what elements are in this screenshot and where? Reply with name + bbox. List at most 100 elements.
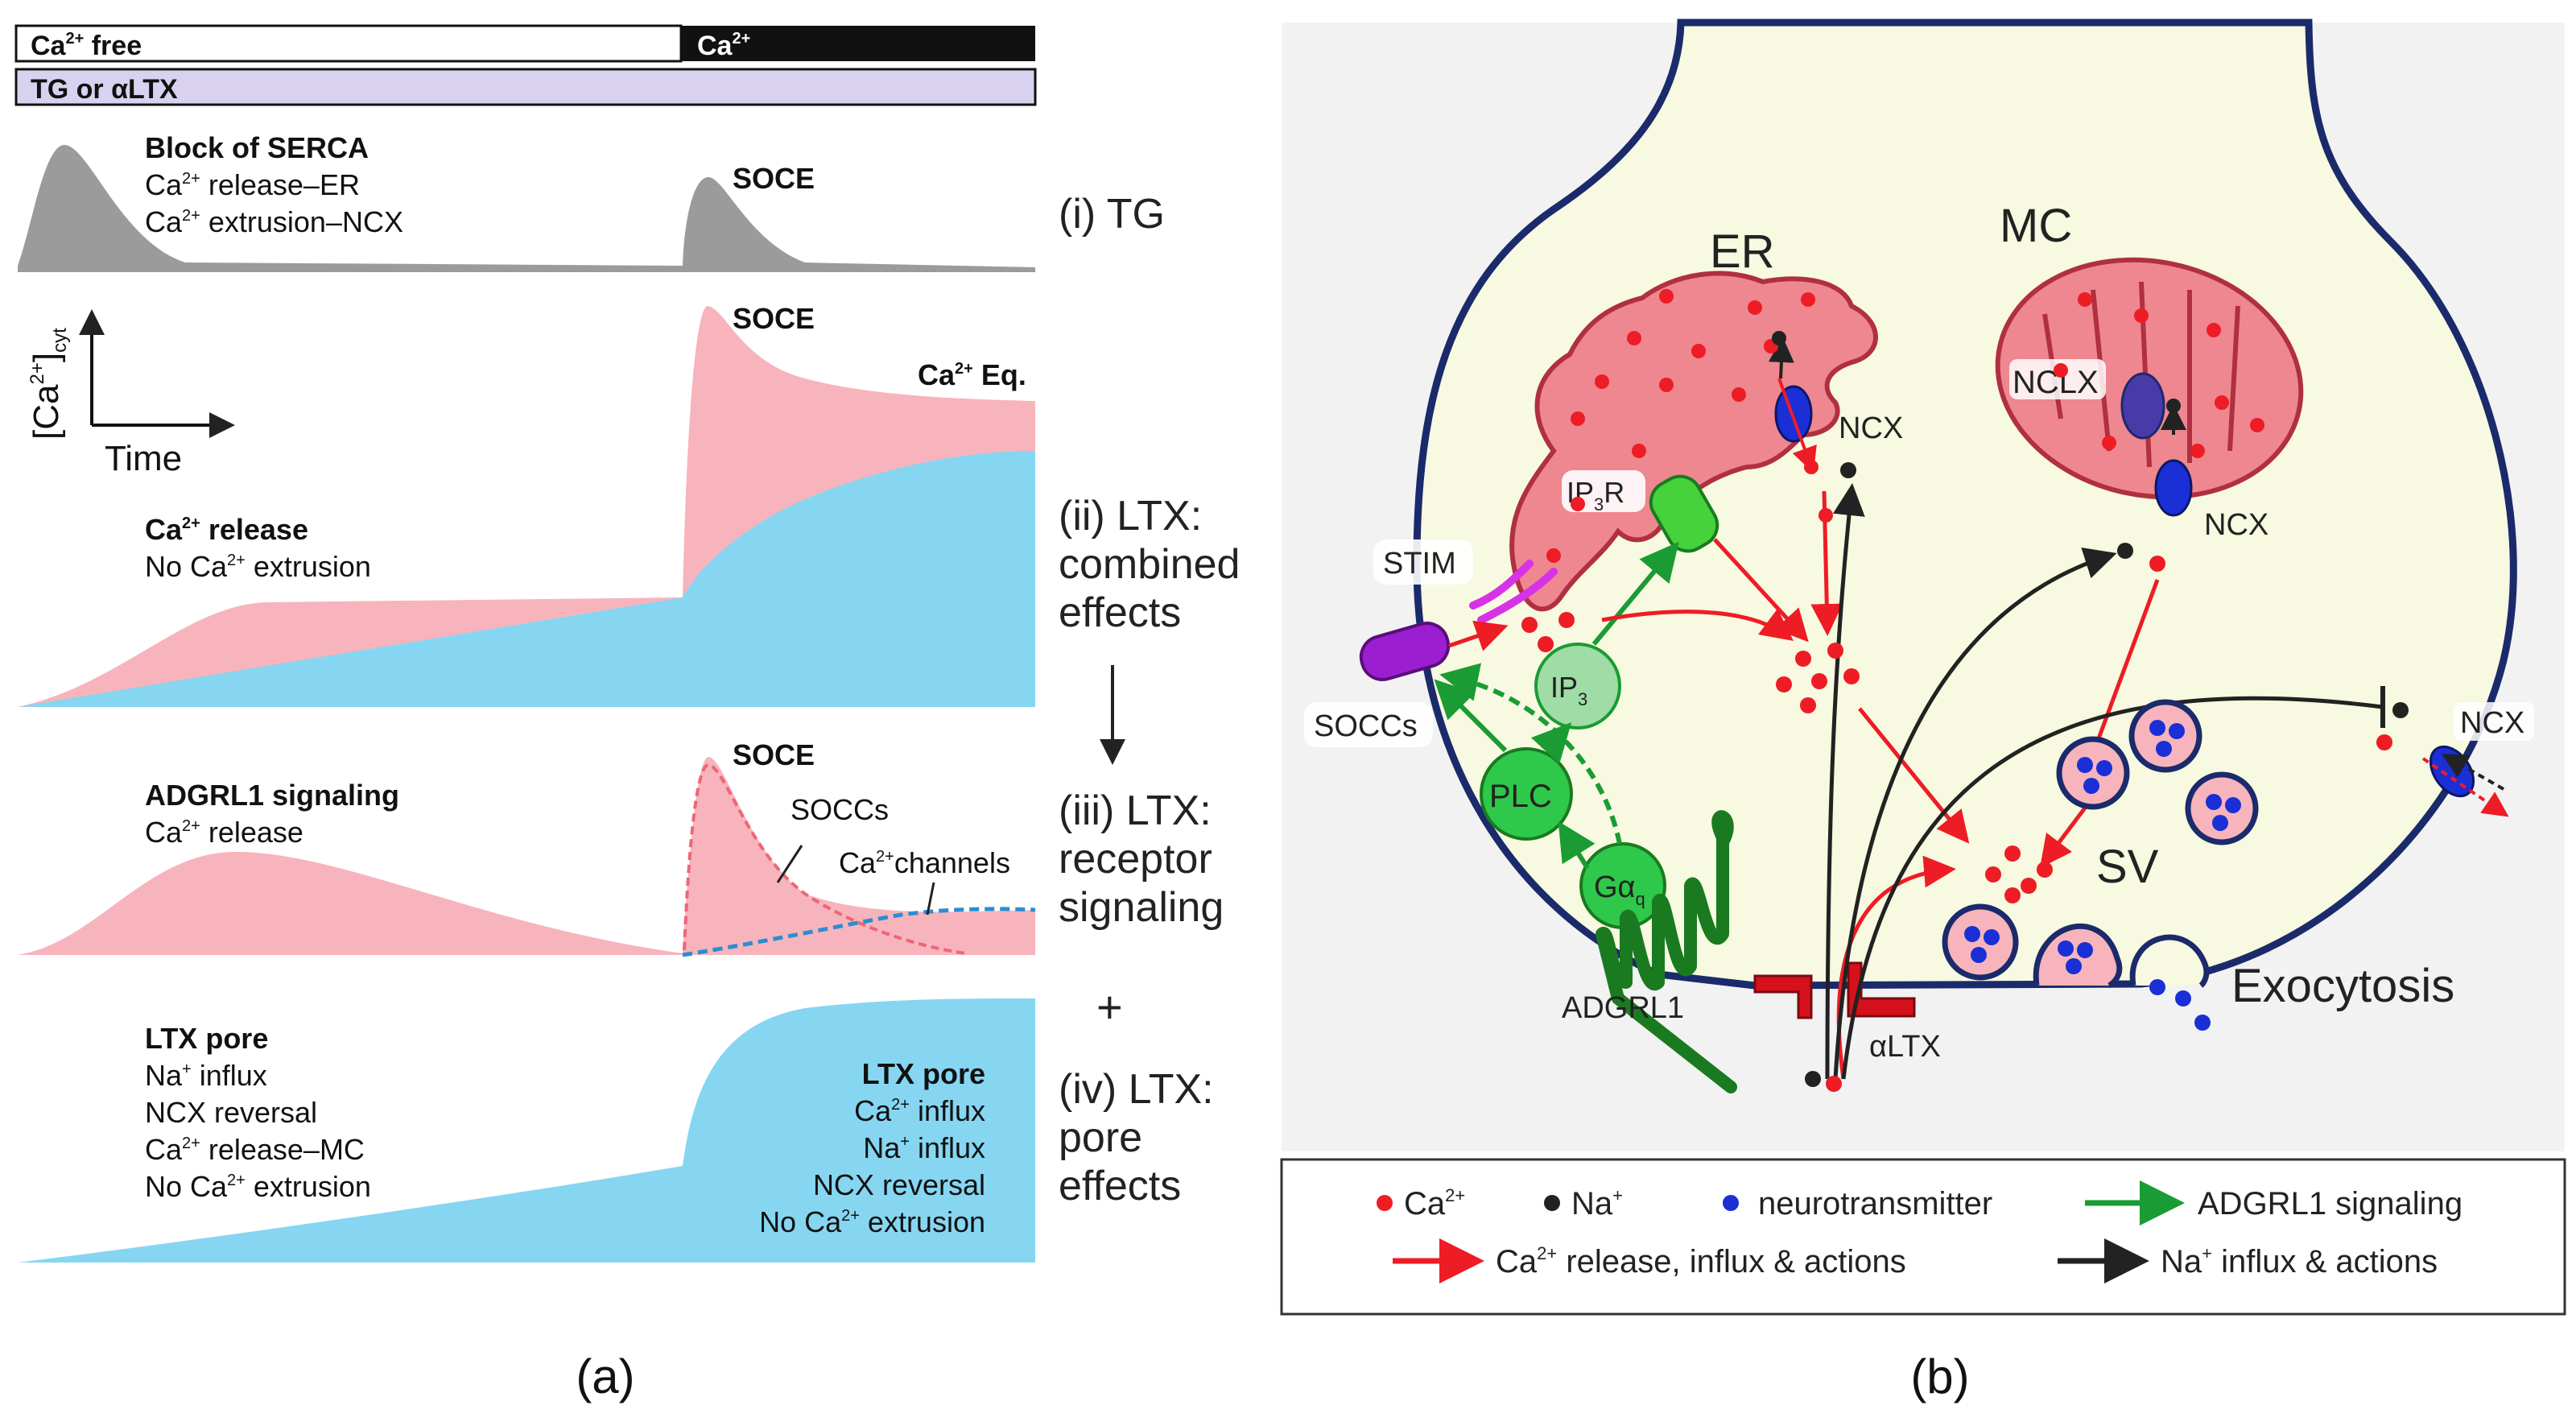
neurotransmitter-molecules (1964, 720, 2241, 1031)
adgrl1-label: ADGRL1 (1562, 991, 1684, 1025)
sv-label: SV (2096, 841, 2159, 893)
row4-right-3: NCX reversal (813, 1168, 985, 1201)
row4-right-2: Na+ influx (863, 1131, 985, 1164)
row3-soccs: SOCCs (791, 793, 889, 826)
legend-box (1280, 1158, 2566, 1316)
ip3-label: IP3 (1550, 671, 1587, 709)
gaq-to-plc-arrow (1558, 820, 1596, 870)
caption-b: (b) (1910, 1350, 1969, 1403)
row4-line4: No Ca2+ extrusion (145, 1170, 371, 1203)
legend-nt: neurotransmitter (1758, 1186, 1992, 1221)
legend-adgrl1: ADGRL1 signaling (2198, 1186, 2462, 1221)
stim-label-bg (1373, 539, 1473, 585)
gaq-label: Gαq (1594, 870, 1645, 909)
row4-side-1: (iv) LTX: (1059, 1066, 1214, 1113)
ncx-pm-label-bg (2454, 702, 2534, 741)
ip3r-channel (1649, 474, 1719, 553)
legend-ca-dot (1377, 1195, 1393, 1211)
nclx-label-bg (2009, 359, 2106, 399)
row4-side-3: effects (1059, 1163, 1181, 1209)
row3-channels: Ca2+channels (839, 846, 1010, 879)
row2-side-2: combined (1059, 541, 1240, 588)
row2-line1: No Ca2+ extrusion (145, 550, 371, 583)
row4-line1: Na+ influx (145, 1059, 267, 1092)
soccs-channel (1359, 622, 1451, 681)
ca-label: Ca2+ (697, 30, 750, 61)
row3-side-3: signaling (1059, 884, 1224, 931)
row4-right-4: No Ca2+ extrusion (759, 1205, 985, 1238)
plus-sign: + (1096, 982, 1123, 1032)
row1-line2: Ca2+ extrusion–NCX (145, 205, 403, 238)
legend-nt-dot (1723, 1195, 1739, 1211)
ncx-mc-transporter (2154, 459, 2193, 517)
row3-soce: SOCE (733, 738, 815, 771)
x-axis-label: Time (105, 439, 182, 478)
ncx-pm-label: NCX (2460, 706, 2524, 740)
ncx-mc-label: NCX (2204, 508, 2268, 542)
row3-line1: Ca2+ release (145, 816, 303, 849)
row4-blue-trace (18, 998, 1035, 1263)
nclx-transporter (2120, 372, 2165, 440)
mc-label: MC (2000, 200, 2072, 252)
altx-label: αLTX (1869, 1030, 1941, 1064)
ca-ions (1521, 289, 2392, 1092)
na-to-mc-ncx-arrow (1833, 548, 2117, 1080)
row4-title: LTX pore (145, 1022, 268, 1055)
altx-toxin-left (1753, 974, 1813, 1019)
ca-to-sv-arrow-1 (1858, 707, 1970, 844)
soccs-pointer (776, 845, 803, 883)
row3-side-2: receptor (1059, 836, 1212, 882)
exocytosis-label: Exocytosis (2231, 960, 2454, 1012)
ca-free-label: Ca2+ free (31, 30, 142, 61)
row3-pink-trace (18, 851, 683, 955)
row4-side-2: pore (1059, 1114, 1142, 1161)
stim-label: STIM (1383, 547, 1456, 581)
legend-na-dot (1544, 1195, 1560, 1211)
ip3-molecule (1534, 643, 1621, 730)
ip3-to-ip3r-arrow (1591, 541, 1679, 646)
er-label: ER (1710, 225, 1775, 278)
plc-enzyme (1480, 747, 1573, 841)
row4-right-title: LTX pore (862, 1057, 985, 1090)
soccs-ca-influx-arrow (1448, 620, 1509, 651)
channels-pointer (926, 882, 935, 916)
row1-soce: SOCE (733, 162, 815, 195)
na-to-pm-ncx-inhibit (1841, 696, 2384, 1080)
stim-protein (1469, 560, 1558, 624)
panel-a: Ca2+ free Ca2+ TG or αLTX Block of SERCA… (14, 24, 1240, 1403)
row3-channels-dashed (682, 907, 1036, 957)
synaptic-vesicles (1942, 699, 2259, 989)
er-ncx-na-arrow (1768, 337, 1794, 379)
row2-side-1: (ii) LTX: (1059, 493, 1202, 539)
plc-label: PLC (1489, 779, 1552, 814)
row2-blue-trace (18, 451, 1035, 707)
panel-b: ER MC NCLX NCX NCX NCX IP3R STIM SOCCs I… (1280, 19, 2566, 1403)
row2-title: Ca2+ release (145, 513, 308, 546)
plc-to-ip3-arrow (1530, 722, 1572, 764)
row4-right-text: LTX pore Ca2+ influx Na+ influx NCX reve… (759, 1057, 985, 1238)
row2-side-3: effects (1059, 589, 1181, 636)
na-ions (1772, 331, 2409, 1087)
treatment-bar (14, 68, 1037, 106)
legend-ca-actions: Ca2+ release, influx & actions (1496, 1243, 1906, 1279)
row1-title: Block of SERCA (145, 131, 369, 164)
ncx-er-label: NCX (1839, 411, 1903, 445)
legend-ca: Ca2+ (1404, 1185, 1465, 1221)
ca-bar (681, 26, 1035, 61)
er-inner-arrow (1777, 378, 1817, 473)
ca-free-bar (14, 24, 683, 63)
row4-right-1: Ca2+ influx (854, 1094, 985, 1127)
soccs-label: SOCCs (1314, 709, 1418, 743)
pm-ncx-ca-dashed-arrow (2421, 757, 2509, 817)
soccs-to-cytosol-arrow (1601, 609, 1794, 641)
row1-line1: Ca2+ release–ER (145, 168, 360, 201)
soccs-label-bg (1304, 702, 1433, 747)
adgrl1-receptor (1596, 810, 1737, 1093)
treatment-label: TG or αLTX (31, 74, 178, 105)
caption-a: (a) (576, 1350, 634, 1403)
y-axis-label: [Ca2+]cyt (27, 328, 71, 440)
row3-soccs-dashed (683, 763, 967, 955)
tg-trace (18, 145, 1035, 272)
row4-line2: NCX reversal (145, 1096, 317, 1129)
ip3r-release-arrow (1713, 538, 1809, 643)
